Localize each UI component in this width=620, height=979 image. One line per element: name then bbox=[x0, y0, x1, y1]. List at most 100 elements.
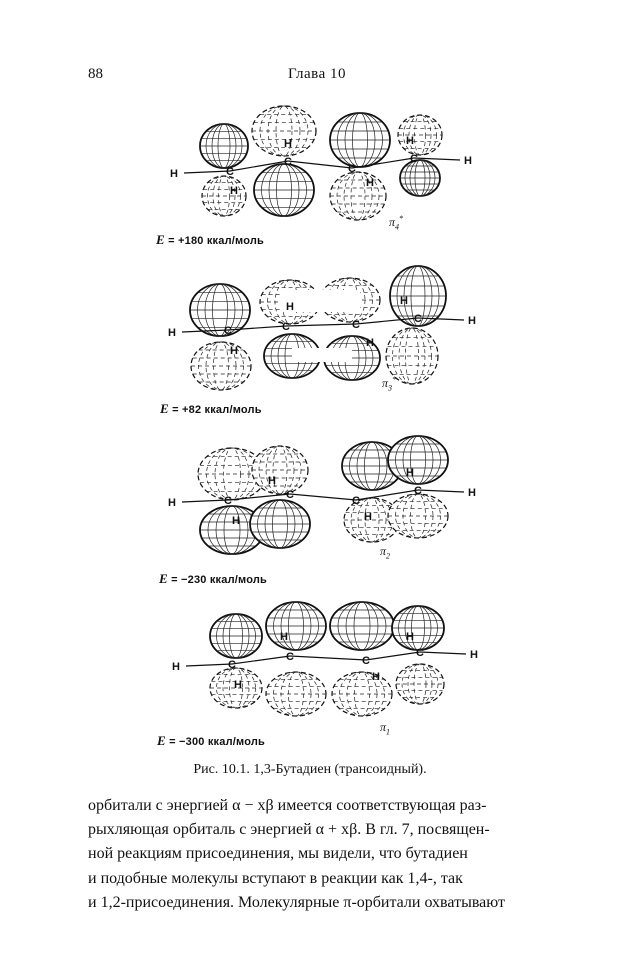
hydrogen-atom: H bbox=[280, 631, 288, 643]
negative-lobe bbox=[201, 175, 247, 217]
negative-lobe bbox=[251, 105, 317, 157]
hydrogen-atom: H bbox=[406, 631, 414, 643]
carbon-atom-1: C bbox=[226, 166, 234, 178]
positive-lobe bbox=[265, 601, 327, 651]
hydrogen-atom: H bbox=[366, 337, 374, 349]
bond bbox=[355, 317, 419, 325]
carbon-atom-4: C bbox=[414, 485, 422, 497]
negative-lobe bbox=[265, 671, 327, 717]
hydrogen-atom: H bbox=[168, 327, 176, 339]
positive-lobe bbox=[253, 163, 315, 217]
positive-lobe bbox=[391, 605, 445, 651]
hydrogen-atom: H bbox=[468, 315, 476, 327]
hydrogen-atom: H bbox=[468, 487, 476, 499]
bond bbox=[417, 317, 465, 321]
carbon-atom-4: C bbox=[410, 153, 418, 165]
hydrogen-atom: H bbox=[400, 295, 408, 307]
bond bbox=[285, 323, 357, 327]
energy-label-pi2: E = −230 ккал/моль bbox=[159, 571, 268, 586]
positive-lobe bbox=[399, 159, 441, 197]
figure-caption: Рис. 10.1. 1,3-Бутадиен (трансоидный). bbox=[193, 762, 427, 777]
positive-lobe bbox=[329, 601, 395, 651]
running-head: Глава 10 bbox=[288, 66, 346, 82]
carbon-atom-4: C bbox=[416, 647, 424, 659]
energy-label-pi3: E = +82 ккал/моль bbox=[160, 401, 262, 416]
carbon-atom-1: C bbox=[224, 495, 232, 507]
body-line: орбитали с энергией α − xβ имеется соотв… bbox=[88, 797, 487, 814]
hydrogen-atom: H bbox=[406, 135, 414, 147]
negative-lobe bbox=[251, 445, 309, 495]
negative-lobe bbox=[209, 667, 263, 709]
positive-lobe bbox=[209, 613, 263, 659]
positive-lobe bbox=[199, 123, 249, 169]
energy-label-pi4: E = +180 ккал/моль bbox=[156, 232, 265, 247]
bond bbox=[227, 325, 287, 331]
bond bbox=[227, 493, 291, 501]
positive-lobe bbox=[329, 112, 391, 168]
hydrogen-atom: H bbox=[470, 649, 478, 661]
hydrogen-atom: H bbox=[170, 168, 178, 180]
bond bbox=[185, 663, 233, 667]
negative-lobe bbox=[387, 493, 449, 539]
bond bbox=[181, 499, 229, 503]
hydrogen-atom: H bbox=[366, 177, 374, 189]
hydrogen-atom: H bbox=[372, 671, 380, 683]
bond bbox=[351, 157, 415, 169]
hydrogen-atom: H bbox=[406, 467, 414, 479]
hydrogen-atom: H bbox=[234, 679, 242, 691]
carbon-atom-2: C bbox=[284, 156, 292, 168]
carbon-atom-4: C bbox=[414, 313, 422, 325]
hydrogen-atom: H bbox=[172, 661, 180, 673]
bond bbox=[181, 329, 229, 333]
bond bbox=[231, 655, 291, 665]
bond bbox=[183, 170, 231, 174]
negative-lobe bbox=[331, 671, 393, 717]
positive-lobe bbox=[249, 499, 311, 549]
hydrogen-atom: H bbox=[232, 515, 240, 527]
body-paragraph: орбитали с энергией α − xβ имеется соотв… bbox=[88, 794, 534, 915]
negative-lobe bbox=[343, 497, 401, 543]
negative-lobe bbox=[385, 327, 439, 385]
carbon-atom-1: C bbox=[228, 659, 236, 671]
carbon-atom-3: C bbox=[362, 655, 370, 667]
positive-lobe bbox=[387, 435, 449, 485]
carbon-atom-2: C bbox=[286, 489, 294, 501]
carbon-atom-3: C bbox=[348, 163, 356, 175]
hydrogen-atom: H bbox=[364, 511, 372, 523]
bond bbox=[289, 493, 357, 501]
mo-label-pi1: π1 bbox=[380, 720, 391, 737]
page-number: 88 bbox=[88, 66, 103, 82]
hydrogen-atom: H bbox=[168, 497, 176, 509]
carbon-atom-2: C bbox=[286, 651, 294, 663]
bond bbox=[289, 655, 367, 661]
bond bbox=[229, 160, 289, 172]
hydrogen-atom: H bbox=[230, 185, 238, 197]
positive-lobe bbox=[389, 265, 447, 327]
hydrogen-atom: H bbox=[230, 345, 238, 357]
body-line: и 1,2-присоединения. Молекулярные π-орби… bbox=[88, 893, 505, 911]
negative-lobe bbox=[397, 114, 443, 156]
body-line: ной реакциям присоединения, мы видели, ч… bbox=[88, 845, 468, 863]
bond bbox=[413, 157, 461, 161]
hydrogen-atom: H bbox=[284, 138, 292, 150]
carbon-atom-3: C bbox=[352, 495, 360, 507]
bond bbox=[417, 489, 465, 493]
carbon-atom-1: C bbox=[224, 325, 232, 337]
body-line: рыхляющая орбиталь с энергией α + xβ. В … bbox=[88, 821, 490, 839]
mo-label-pi4: π4* bbox=[389, 214, 404, 232]
energy-label-pi1: E = −300 ккал/моль bbox=[157, 733, 266, 748]
negative-lobe bbox=[395, 663, 445, 705]
mo-label-pi3: π3* bbox=[382, 375, 397, 393]
negative-lobe bbox=[190, 341, 252, 391]
carbon-atom-3: C bbox=[352, 319, 360, 331]
mo-label-pi2: π2 bbox=[380, 544, 391, 561]
bond bbox=[287, 160, 353, 169]
bond bbox=[419, 651, 467, 655]
hydrogen-atom: H bbox=[286, 301, 294, 313]
carbon-atom-2: C bbox=[282, 321, 290, 333]
bond bbox=[355, 489, 419, 501]
